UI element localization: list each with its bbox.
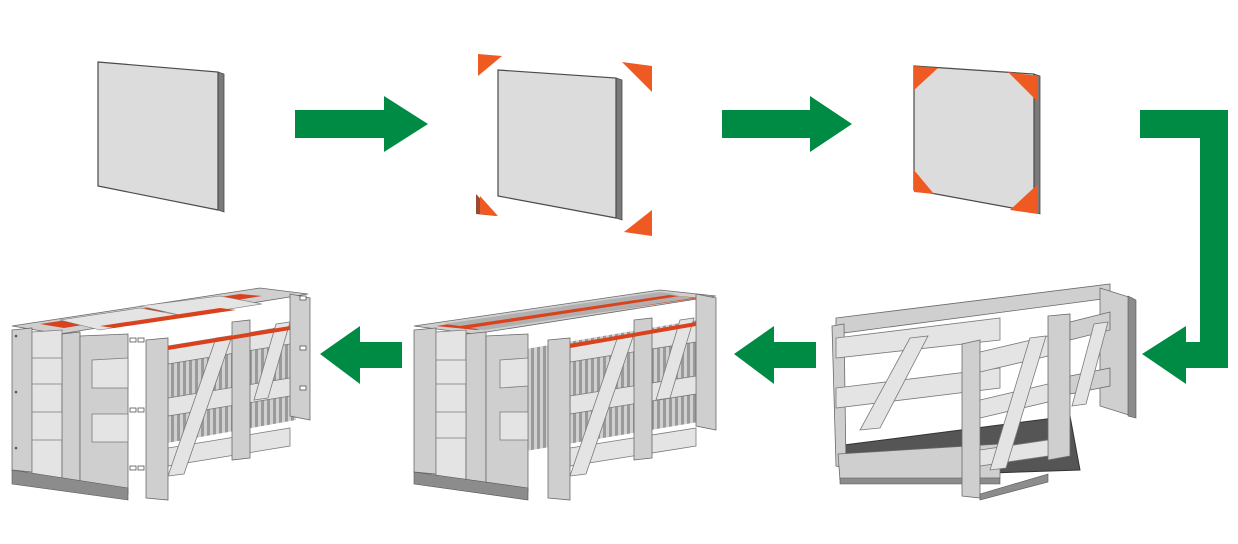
corner-protector-icon <box>476 54 652 236</box>
step-open-crate <box>831 283 1137 501</box>
step-glass-panel <box>97 61 225 213</box>
arrow-left-5 <box>320 326 402 384</box>
arrow-left-4 <box>734 326 816 384</box>
step-loaded-crate <box>413 289 717 501</box>
arrow-right-1 <box>295 96 428 152</box>
step-corner-protectors-fitted <box>913 65 1041 215</box>
corner-protector-icon <box>914 66 1038 214</box>
arrow-elbow-3 <box>1140 110 1228 384</box>
step-closed-crate <box>11 287 311 501</box>
step-corner-protectors-separate <box>476 54 652 236</box>
arrow-right-2 <box>722 96 852 152</box>
